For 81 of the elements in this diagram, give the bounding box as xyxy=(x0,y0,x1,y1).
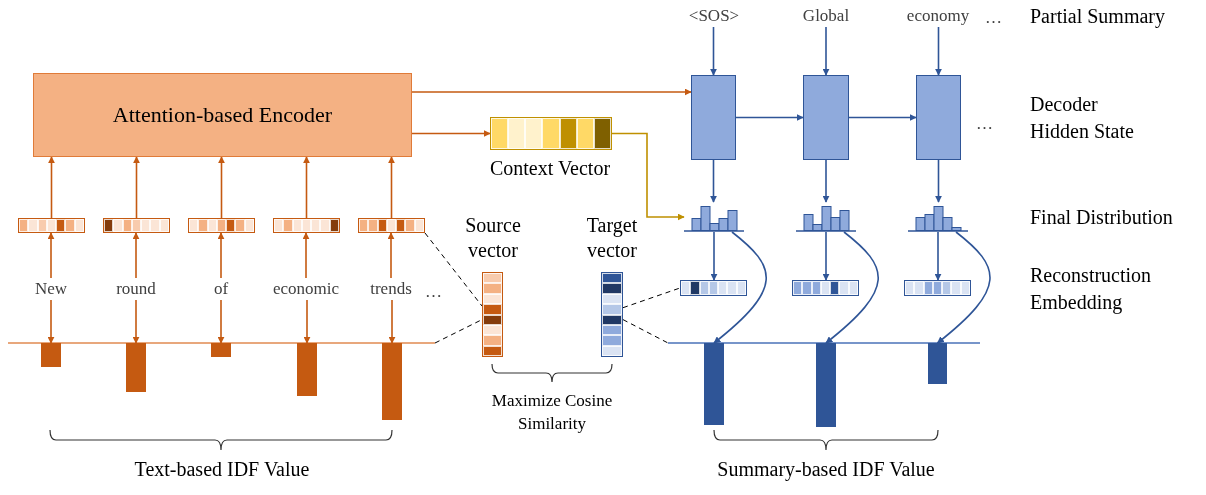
decoder-state-box xyxy=(691,75,736,160)
token-word: economy xyxy=(906,5,970,27)
embedding-vector xyxy=(601,272,623,357)
token-word: New xyxy=(34,278,68,300)
embedding-vector xyxy=(904,280,971,296)
token-word: economic xyxy=(272,278,340,300)
embedding-vector xyxy=(18,218,85,233)
embedding-vector xyxy=(680,280,747,296)
arrow xyxy=(822,231,830,281)
embedding-vector xyxy=(273,218,340,233)
arrow xyxy=(935,26,942,76)
row-label: Final Distribution xyxy=(1030,205,1173,230)
arrow xyxy=(713,231,767,344)
arrow xyxy=(848,114,917,121)
idf-bar xyxy=(41,343,61,367)
idf-bar xyxy=(297,343,317,396)
embedding-vector xyxy=(490,117,612,150)
vector-caption: Source vector xyxy=(464,213,522,263)
arrow xyxy=(302,232,310,279)
idf-bar xyxy=(816,343,836,427)
arrow xyxy=(387,232,395,279)
token-word: round xyxy=(116,278,156,300)
embedding-vector xyxy=(358,218,425,233)
embedding-vector xyxy=(103,218,170,233)
vector-caption: Context Vector xyxy=(488,156,612,181)
arrow xyxy=(388,156,395,219)
idf-bar xyxy=(382,343,402,420)
arrow xyxy=(388,299,396,344)
arrow xyxy=(218,156,225,219)
arrow xyxy=(611,132,685,221)
dashed-line xyxy=(434,319,483,344)
arrow xyxy=(825,231,879,344)
ellipsis: … xyxy=(425,281,442,303)
bracket-label: Maximize Cosine Similarity xyxy=(490,390,614,435)
arrow xyxy=(935,159,942,203)
arrow xyxy=(217,299,225,344)
idf-bar xyxy=(704,343,724,425)
row-label: Decoder Hidden State xyxy=(1030,92,1135,144)
arrow xyxy=(735,114,804,121)
arrow xyxy=(710,26,717,76)
token-word: <SOS> xyxy=(688,5,740,27)
decoder-state-box xyxy=(803,75,849,160)
arrow xyxy=(411,88,692,96)
arrow xyxy=(822,159,830,203)
idf-bar xyxy=(928,343,947,384)
arrow xyxy=(217,232,225,279)
token-word: trends xyxy=(370,278,412,300)
arrow xyxy=(710,231,718,281)
embedding-vector xyxy=(188,218,255,233)
embedding-vector xyxy=(792,280,859,296)
arrow xyxy=(936,231,991,344)
decoder-state-box xyxy=(916,75,961,160)
idf-bar xyxy=(126,343,146,392)
arrow xyxy=(48,156,55,219)
dashed-line xyxy=(622,287,681,309)
dashed-line xyxy=(622,319,669,344)
arrow xyxy=(934,231,942,281)
arrow xyxy=(133,156,140,219)
arrow xyxy=(303,156,310,219)
encoder-box xyxy=(33,73,412,157)
vector-caption: Target vector xyxy=(585,213,639,263)
ellipsis: … xyxy=(985,7,1002,29)
arrow xyxy=(132,299,140,344)
token-word: Global xyxy=(802,5,850,27)
arrow xyxy=(822,26,830,76)
ellipsis: … xyxy=(976,113,993,135)
encoder-title: Attention-based Encoder xyxy=(112,102,333,128)
bracket-label: Text-based IDF Value xyxy=(133,457,311,482)
bracket-label: Summary-based IDF Value xyxy=(716,457,936,483)
arrow xyxy=(47,232,55,279)
row-label: Partial Summary xyxy=(1030,4,1165,30)
arrow xyxy=(47,299,55,344)
dashed-line xyxy=(424,232,483,307)
idf-bar xyxy=(211,343,231,357)
arrow xyxy=(411,130,491,137)
arrow xyxy=(303,299,311,344)
arrow xyxy=(710,159,717,203)
embedding-vector xyxy=(482,272,503,357)
token-word: of xyxy=(213,278,229,300)
row-label: Reconstruction Embedding xyxy=(1030,263,1153,316)
arrow xyxy=(132,232,140,279)
